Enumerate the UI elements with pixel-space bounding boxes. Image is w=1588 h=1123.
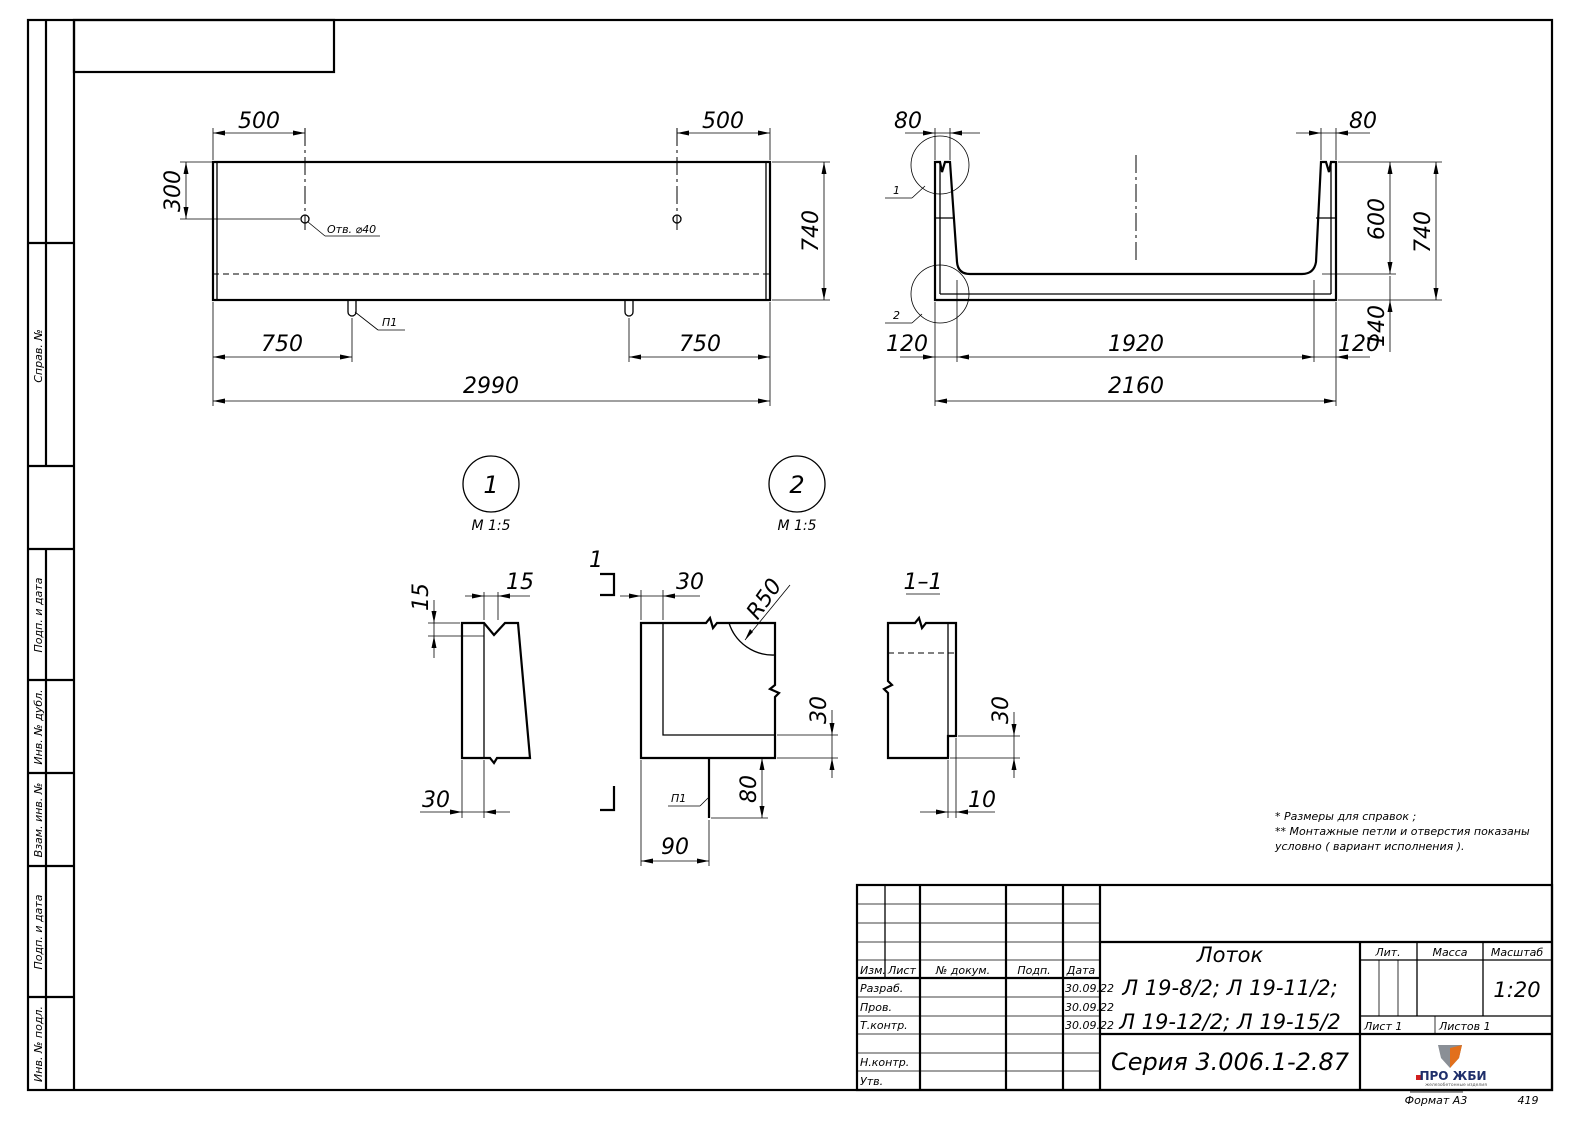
dim-80-left: 80 bbox=[894, 109, 922, 134]
detail-2-outline bbox=[639, 615, 781, 760]
logo-subtext: железобетонные изделия bbox=[1425, 1082, 1487, 1088]
tb-massa: Масса bbox=[1432, 946, 1467, 959]
tb-sheets: Листов 1 bbox=[1438, 1020, 1491, 1033]
detail-2-dim-30-side: 30 bbox=[807, 696, 832, 724]
detail-2-fillet bbox=[728, 622, 776, 656]
side-label-sprav: Справ. № bbox=[32, 329, 45, 383]
dim-500-left: 500 bbox=[238, 109, 280, 134]
front-view: 500 500 300 740 Отв. ⌀40 П1 750 bbox=[161, 109, 830, 406]
tb-scale-value: 1:20 bbox=[1493, 978, 1540, 1002]
dim-750-left: 750 bbox=[261, 332, 303, 357]
callout-2-label: 2 bbox=[893, 309, 900, 322]
tb-name-line-1: Лоток bbox=[1196, 943, 1264, 967]
detail-1-dim-15-h: 15 bbox=[506, 570, 534, 595]
detail-2-dim-80: 80 bbox=[737, 775, 762, 803]
side-label-podp-2: Подп. и дата bbox=[32, 894, 45, 969]
front-view-outline bbox=[211, 160, 772, 302]
tb-col-podp: Подп. bbox=[1017, 964, 1050, 977]
hole-label: Отв. ⌀40 bbox=[327, 223, 376, 236]
dim-2160: 2160 bbox=[1108, 374, 1164, 399]
section-1-1-dim-10: 10 bbox=[968, 788, 996, 813]
logo-text: ПРО ЖБИ bbox=[1419, 1069, 1486, 1083]
detail-2-number: 2 bbox=[789, 471, 804, 499]
detail-1-circle bbox=[462, 455, 520, 513]
detail-1-drawing: 15 15 30 bbox=[409, 570, 534, 818]
tb-col-list: Лист bbox=[887, 964, 916, 977]
detail-2-loop-label: П1 bbox=[671, 792, 686, 805]
tb-col-data: Дата bbox=[1066, 964, 1096, 977]
dim-120-right: 120 bbox=[1338, 332, 1380, 357]
dim-750-right: 750 bbox=[679, 332, 721, 357]
section-mark-1: 1 bbox=[589, 548, 603, 573]
page-code: 419 bbox=[1518, 1094, 1539, 1107]
tb-lit: Лит. bbox=[1374, 946, 1400, 959]
section-1-1-drawing: 1–1 30 10 bbox=[882, 570, 1020, 818]
tb-sheet: Лист 1 bbox=[1363, 1020, 1402, 1033]
note-line-2: ** Монтажные петли и отверстия показаны bbox=[1275, 825, 1530, 838]
loop-label-front: П1 bbox=[382, 316, 397, 329]
dim-2990: 2990 bbox=[463, 374, 519, 399]
sheet-border bbox=[26, 18, 1554, 1092]
tb-row-nkontr: Н.контр. bbox=[860, 1056, 909, 1069]
dim-740-section: 740 bbox=[1411, 211, 1436, 253]
detail-1-dim-30: 30 bbox=[422, 788, 450, 813]
detail-1-outline bbox=[460, 621, 532, 765]
callout-1-label: 1 bbox=[893, 184, 900, 197]
tb-row-razrab: Разраб. bbox=[860, 982, 903, 995]
section-1-1-title: 1–1 bbox=[904, 570, 943, 595]
dim-80-right: 80 bbox=[1349, 109, 1377, 134]
tb-row-utv: Утв. bbox=[860, 1075, 883, 1088]
tb-row-prov: Пров. bbox=[860, 1001, 892, 1014]
detail-2-dim-90: 90 bbox=[661, 835, 689, 860]
detail-2-dim-r50: R50 bbox=[742, 574, 787, 624]
detail-2-circle bbox=[768, 455, 826, 513]
callout-circle-1 bbox=[910, 135, 970, 195]
section-1-1-dim-30: 30 bbox=[989, 696, 1014, 724]
dim-740-front: 740 bbox=[799, 210, 824, 252]
note-line-1: * Размеры для справок ; bbox=[1275, 810, 1416, 823]
tb-masshtab: Масштаб bbox=[1491, 946, 1543, 959]
dim-600: 600 bbox=[1365, 198, 1390, 240]
tb-name-line-3: Л 19-12/2; Л 19-15/2 bbox=[1118, 1010, 1341, 1034]
tb-name-line-2: Л 19-8/2; Л 19-11/2; bbox=[1121, 976, 1337, 1000]
side-label-inv-podl: Инв. № подл. bbox=[32, 1006, 45, 1082]
tb-date-3: 30.09.22 bbox=[1065, 1019, 1114, 1032]
detail-2-dim-30-top: 30 bbox=[676, 570, 704, 595]
section-1-1-outline bbox=[882, 615, 958, 760]
cross-section-view: 1 2 80 80 600 740 140 bbox=[885, 109, 1442, 406]
tb-col-dokum: № докум. bbox=[935, 964, 990, 977]
dim-1920: 1920 bbox=[1108, 332, 1164, 357]
tb-date-2: 30.09.22 bbox=[1065, 1001, 1114, 1014]
detail-2-drawing: 1 30 R50 30 80 П1 90 bbox=[589, 548, 838, 866]
tb-row-tkontr: Т.контр. bbox=[860, 1019, 908, 1032]
note-line-3: условно ( вариант исполнения ). bbox=[1274, 840, 1465, 853]
format-label: Формат А3 bbox=[1405, 1094, 1468, 1107]
side-label-inv-dubl: Инв. № дубл. bbox=[32, 689, 45, 764]
dim-140: 140 bbox=[1365, 305, 1390, 347]
side-label-vzam: Взам. инв. № bbox=[32, 783, 45, 858]
lifting-loop-right bbox=[624, 300, 634, 317]
dim-500-right: 500 bbox=[702, 109, 744, 134]
title-block: Изм. Лист № докум. Подп. Дата Разраб. Пр… bbox=[855, 883, 1554, 1092]
tb-col-izm: Изм. bbox=[860, 964, 886, 977]
top-left-stamp bbox=[72, 18, 336, 74]
section-outline bbox=[933, 160, 1338, 302]
dim-120-left: 120 bbox=[886, 332, 928, 357]
detail-2-scale: М 1:5 bbox=[777, 518, 816, 534]
dim-300: 300 bbox=[161, 170, 186, 212]
callout-circle-2 bbox=[910, 264, 970, 324]
detail-1-scale: М 1:5 bbox=[471, 518, 510, 534]
tb-series: Серия 3.006.1-2.87 bbox=[1111, 1048, 1350, 1076]
tb-date-1: 30.09.22 bbox=[1065, 982, 1114, 995]
lifting-loop-left bbox=[347, 300, 357, 317]
company-logo: ПРО ЖБИ железобетонные изделия bbox=[1416, 1045, 1487, 1088]
side-label-podp-1: Подп. и дата bbox=[32, 577, 45, 652]
detail-1-number: 1 bbox=[483, 471, 498, 499]
detail-1-dim-15-v: 15 bbox=[409, 583, 434, 611]
